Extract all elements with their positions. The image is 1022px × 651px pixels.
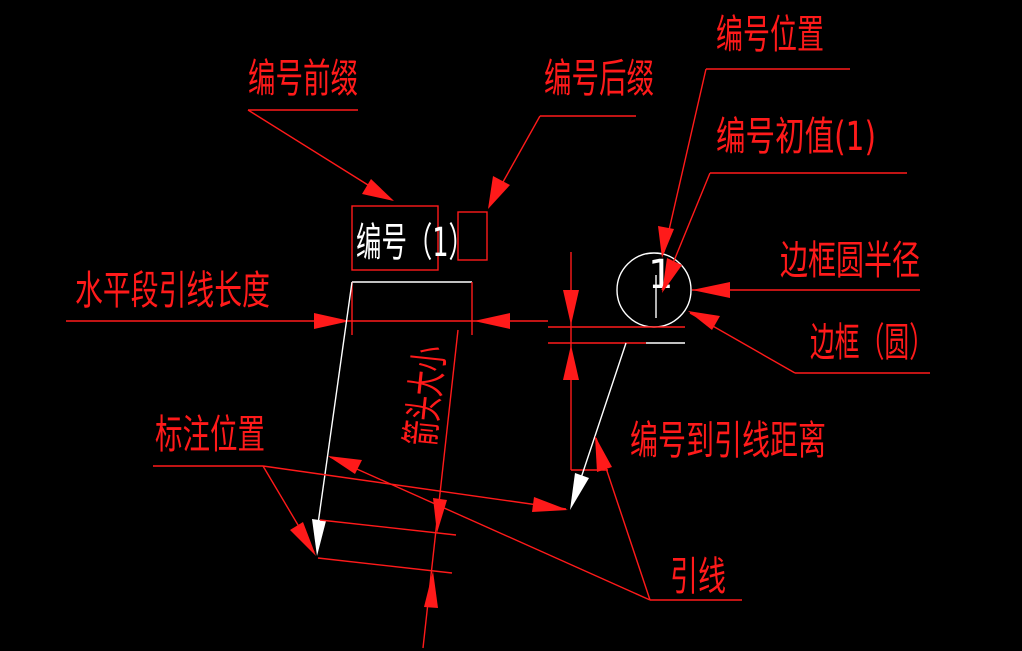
mark-position-arrow-left [290,522,316,556]
sample-leader-line [317,281,353,525]
leader-arrow-left [328,456,362,474]
leader-label: 引线 [670,554,726,600]
position-arrow [658,226,674,258]
circle-leader-arrow [570,473,589,510]
suffix-frame [457,211,488,261]
number-to-leader-label: 编号到引线距离 [630,418,826,464]
prefix-frame [351,205,439,271]
arrow-size-ext-bottom [317,557,453,574]
sample-leader-arrow [312,519,326,556]
position-leader [663,68,707,253]
distance-arrow-bottom [563,345,579,380]
suffix-arrow [488,176,510,209]
sample-number-text: 编号（1） [356,220,474,266]
circle-radius-label: 边框圆半径 [780,238,920,284]
frame-circle-arrow [688,311,720,330]
frame-circle-label: 边框（圆） [810,320,934,366]
arrow-size-arrow-bottom [424,571,438,608]
dim-arrow-right [474,313,510,329]
initial-value-label: 编号初值(1) [716,114,876,160]
suffix-label: 编号后缀 [544,56,654,102]
arrow-size-ext-top [319,519,457,536]
prefix-label: 编号前缀 [248,56,358,102]
mark-position-leader-right [262,465,567,510]
circle-radius-arrow [692,282,730,298]
leader-arrow-right [595,436,612,472]
initial-value-arrow [662,258,682,293]
prefix-arrow [362,179,394,201]
distance-arrow-top [563,290,579,325]
mark-position-label: 标注位置 [155,412,265,458]
leader-pointer-left [329,456,651,601]
arrow-size-label: 箭头大小 [398,344,454,448]
dim-arrow-left [314,313,350,329]
horizontal-length-label: 水平段引线长度 [75,268,270,314]
mark-position-arrow-right [532,497,568,512]
arrow-size-arrow-top [433,498,447,533]
position-label: 编号位置 [716,12,824,58]
